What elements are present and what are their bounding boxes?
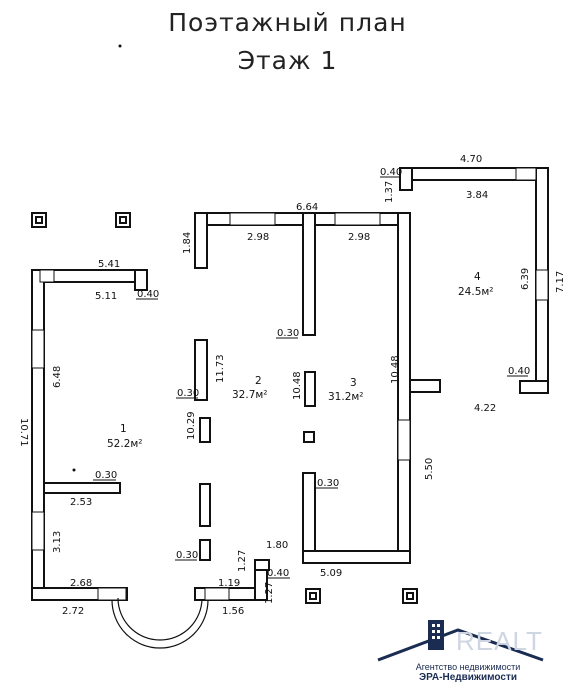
dim-label: 0.40: [508, 366, 530, 377]
dim-label: 0.30: [317, 478, 339, 489]
room-area: 52.2м²: [107, 438, 143, 450]
agency-tagline: Агентство недвижимости: [415, 662, 521, 672]
dim-label: 6.39: [520, 268, 531, 290]
dim-label: 1.56: [222, 606, 244, 617]
agency-logo: REALT Агентство недвижимости ЭРА-Недвижи…: [368, 612, 568, 686]
dim-label: 6.64: [296, 202, 318, 213]
dim-label: 0.40: [267, 568, 289, 579]
dim-label: 1.19: [218, 578, 240, 589]
room-number: 4: [474, 271, 481, 283]
dimensions: 5.41 5.11 0.40 10.71 6.48 0.30 2.53 3.13…: [18, 154, 566, 617]
dim-label: 3.84: [466, 190, 488, 201]
bay-arc: [111, 599, 209, 649]
dim-label: 1.27: [264, 582, 275, 604]
room-number: 3: [350, 377, 357, 389]
dim-label: 2.72: [62, 606, 84, 617]
brand-watermark: REALT: [456, 626, 543, 656]
dim-label: 2.53: [70, 497, 92, 508]
dim-label: 2.98: [348, 232, 370, 243]
dim-label: 0.30: [95, 470, 117, 481]
dim-label: 4.22: [474, 403, 496, 414]
room-1-walls: [31, 269, 148, 601]
dim-label: 10.48: [390, 355, 401, 384]
dim-label: 1.84: [182, 232, 193, 254]
dim-label: 10.29: [186, 411, 197, 440]
dim-label: 5.09: [320, 568, 342, 579]
dim-label: 5.41: [98, 259, 120, 270]
dim-label: 3.13: [52, 531, 63, 553]
house-logo-icon: [377, 620, 544, 662]
dim-label: 2.68: [70, 578, 92, 589]
dim-label: 7.17: [555, 271, 566, 293]
dim-label: 2.98: [247, 232, 269, 243]
dim-label: 6.48: [52, 366, 63, 388]
dim-label: 1.27: [237, 550, 248, 572]
agency-name: ЭРА-Недвижимости: [419, 672, 517, 683]
plan-subtitle: Этаж 1: [237, 46, 338, 75]
room-number: 2: [255, 375, 262, 387]
room-4-walls: [399, 167, 549, 394]
dim-label: 1.37: [384, 181, 395, 203]
room-area: 32.7м²: [232, 389, 268, 401]
dim-label: 0.30: [176, 550, 198, 561]
dot-mark: [118, 44, 122, 48]
room-area: 24.5м²: [458, 286, 494, 298]
dim-label: 0.40: [137, 289, 159, 300]
dim-label: 0.30: [177, 388, 199, 399]
room-number: 1: [120, 423, 127, 435]
dim-label: 10.48: [292, 371, 303, 400]
columns: [31, 212, 418, 604]
room-2-3-walls: [194, 212, 441, 601]
dim-label: 11.73: [215, 354, 226, 383]
dim-label: 4.70: [460, 154, 482, 165]
room-area: 31.2м²: [328, 391, 364, 403]
dim-label: 1.80: [266, 540, 288, 551]
dot-mark: [72, 468, 76, 472]
dim-label: 5.11: [95, 291, 117, 302]
dim-label: 5.50: [424, 458, 435, 480]
dim-label: 10.71: [18, 418, 29, 447]
plan-title: Поэтажный план: [168, 8, 407, 37]
dim-label: 0.30: [277, 328, 299, 339]
dim-label: 0.40: [380, 167, 402, 178]
